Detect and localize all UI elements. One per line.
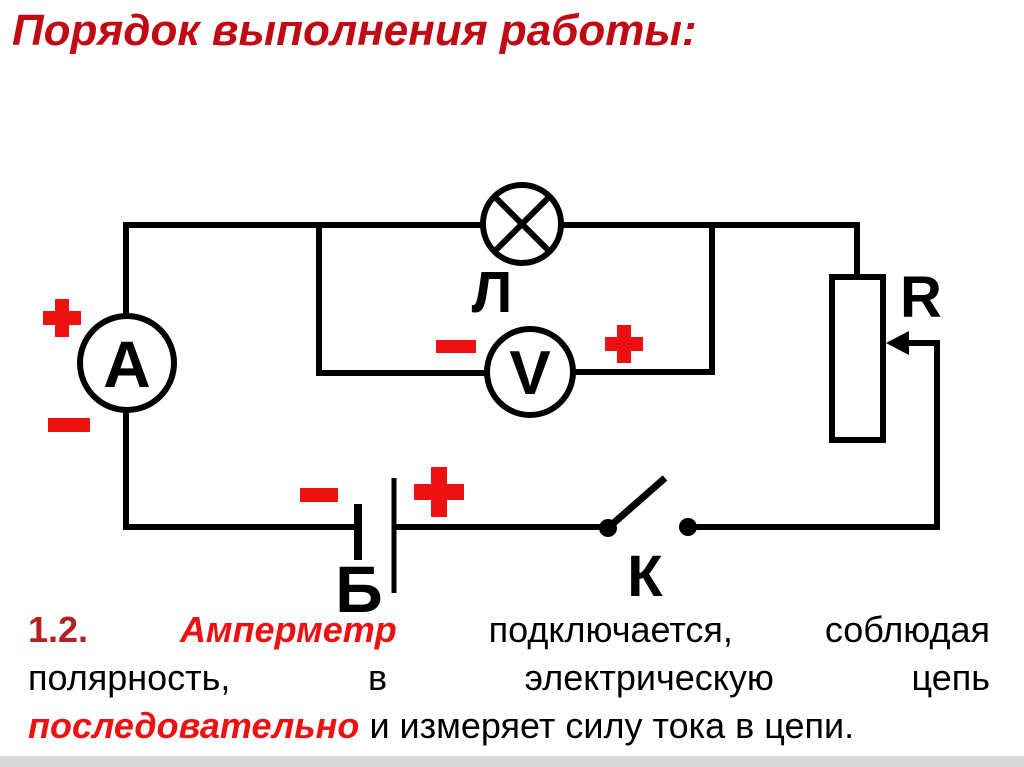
paragraph-line-3: последовательно и измеряет силу тока в ц… xyxy=(28,702,990,750)
word: электрическую xyxy=(524,657,774,698)
term-series: последовательно xyxy=(28,705,360,746)
word: в xyxy=(367,657,388,698)
rheostat-icon xyxy=(829,274,909,443)
page-title: Порядок выполнения работы: xyxy=(12,6,697,55)
line3-rest: и измеряет силу тока в цепи. xyxy=(369,705,855,746)
ammeter-plus-mark xyxy=(43,299,81,337)
lamp-icon xyxy=(480,182,564,266)
word: полярность, xyxy=(28,657,231,698)
switch-icon xyxy=(599,475,697,537)
voltmeter-plus-mark xyxy=(605,325,643,363)
switch-lever xyxy=(605,475,668,531)
footer-bar xyxy=(0,756,1024,767)
battery-plus-mark xyxy=(414,467,464,517)
ammeter-minus-mark xyxy=(48,418,90,432)
switch-label: К xyxy=(627,544,663,609)
item-number: 1.2. xyxy=(28,609,89,650)
paragraph-line-2: полярность, в электрическую цепь xyxy=(28,654,990,702)
term-ammeter: Амперметр xyxy=(179,609,397,650)
battery-minus-mark xyxy=(300,488,338,502)
paragraph-line-1: 1.2. Амперметр подключается, соблюдая xyxy=(28,606,990,654)
ammeter-circle xyxy=(77,313,177,413)
lamp-cross-2 xyxy=(492,194,552,254)
ammeter-letter: A xyxy=(103,327,151,401)
battery-icon xyxy=(354,478,397,593)
voltmeter-icon: V xyxy=(484,326,576,418)
lamp-label: Л xyxy=(472,260,513,325)
body-paragraph: 1.2. Амперметр подключается, соблюдая по… xyxy=(28,606,990,750)
battery-label: Б xyxy=(335,552,382,626)
ammeter-icon: A xyxy=(77,313,177,413)
word: цепь xyxy=(911,657,990,698)
word: соблюдая xyxy=(824,609,990,650)
rheostat-label: R xyxy=(900,265,942,330)
word: подключается, xyxy=(488,609,733,650)
rheostat-body xyxy=(829,274,886,443)
voltmeter-letter: V xyxy=(509,339,550,408)
rheostat-slider-arrowhead xyxy=(886,331,909,355)
voltmeter-circle xyxy=(484,326,576,418)
switch-contact-right xyxy=(679,518,697,536)
voltmeter-minus-mark xyxy=(436,340,476,353)
